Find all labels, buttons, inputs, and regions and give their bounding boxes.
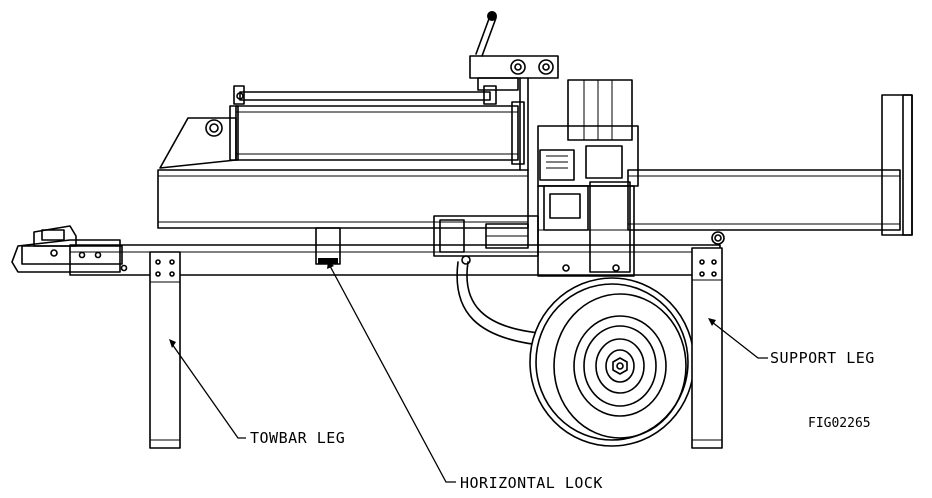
frame-beam [157,94,913,236]
horizontal-lock-bracket [315,227,341,265]
wheel [529,277,695,447]
towbar-leg [149,251,181,449]
towbar-leg-leader [171,343,246,439]
horizontal-lock-arrowhead [327,261,334,269]
engine [537,79,639,277]
towbar-leg-arrowhead [169,339,176,348]
hydraulic-cylinder [159,85,525,169]
tow-hitch [11,225,128,273]
support-leg-arrowhead [708,318,716,326]
control-valve [469,11,559,171]
support-leg [691,231,725,449]
hydraulic-hose [456,261,553,347]
figure-id: FIG02265 [808,416,871,431]
support-leg-label: SUPPORT LEG [770,349,875,367]
horizontal-lock-leader [329,265,456,483]
towbar-leg-label: TOWBAR LEG [250,429,345,447]
horizontal-lock-label: HORIZONTAL LOCK [460,474,603,492]
support-leg-leader [711,321,768,359]
hydraulic-pump [433,215,539,265]
